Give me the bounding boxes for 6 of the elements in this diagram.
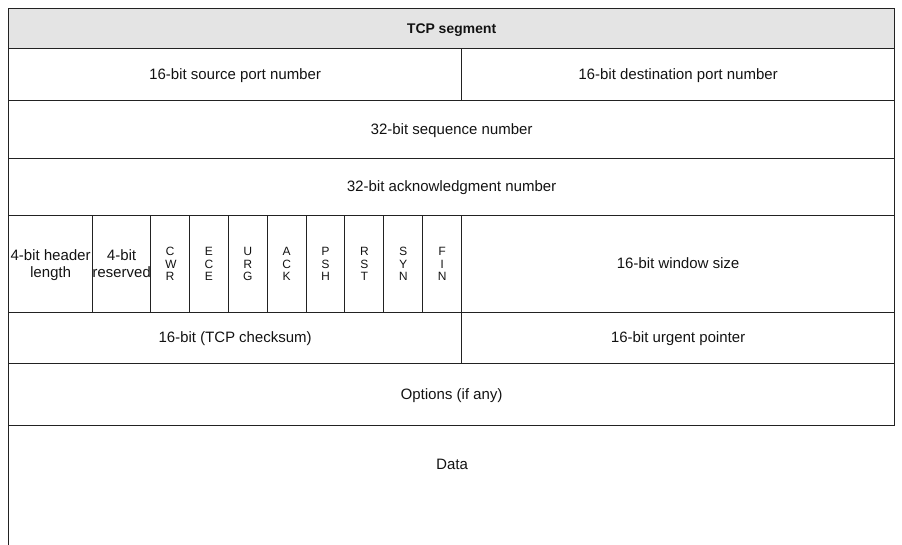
field-cell: 32-bit acknowledgment number — [8, 158, 895, 216]
field-cell: Data — [8, 425, 895, 545]
field-cell: 4-bit header length — [8, 215, 93, 313]
header-cell: TCP segment — [8, 8, 895, 49]
field-cell: Options (if any) — [8, 363, 895, 426]
field-cell: 32-bit sequence number — [8, 100, 895, 159]
